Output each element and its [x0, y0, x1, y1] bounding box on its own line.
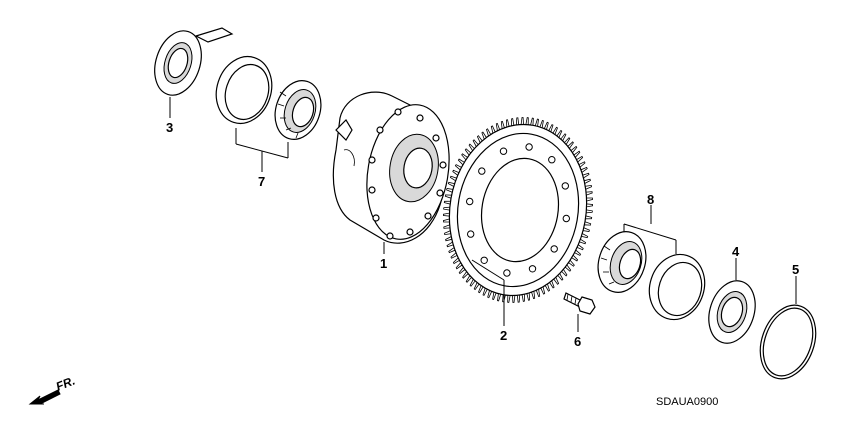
front-direction-indicator: FR. [28, 374, 77, 405]
part-1-differential-carrier [332, 91, 450, 244]
callout-8: 8 [647, 192, 654, 207]
part-8-roller-bearing [597, 231, 647, 293]
gear-bolt-hole [478, 167, 486, 175]
callout-1: 1 [380, 256, 387, 271]
callout-7: 7 [258, 174, 265, 189]
part-8-outer-race [648, 253, 706, 321]
callout-3: 3 [166, 120, 173, 135]
gear-bolt-hole [561, 182, 569, 190]
part-7-roller-bearing [274, 80, 322, 140]
part-3-seal [154, 27, 234, 96]
gear-bolt-hole [548, 156, 556, 164]
carrier-bolt-holes [368, 108, 447, 240]
gear-bolt-hole [480, 256, 488, 264]
gear-bolt-hole [467, 230, 475, 238]
part-2-final-driven-gear [442, 117, 594, 303]
gear-bolt-hole [499, 147, 508, 155]
gear-bolt-hole [503, 269, 511, 277]
gear-bolt-hole [525, 143, 533, 151]
callout-5: 5 [792, 262, 799, 277]
front-direction-label: FR. [54, 374, 77, 394]
leader-lines [169, 97, 797, 332]
front-arrow-icon [28, 389, 61, 405]
gear-bolt-hole [550, 245, 558, 253]
gear-bolt-hole [528, 265, 537, 273]
callout-labels: 3 7 1 2 6 8 4 5 [166, 120, 799, 349]
part-4-shim [708, 280, 756, 344]
callout-2: 2 [500, 328, 507, 343]
part-5-snap-ring [759, 304, 817, 380]
gear-bolt-holes [466, 143, 570, 277]
part-6-bolt [563, 292, 596, 315]
callout-4: 4 [732, 244, 740, 259]
gear-bolt-hole [466, 197, 474, 206]
gear-bolt-hole [562, 214, 570, 223]
drawing-code: SDAUA0900 [656, 396, 718, 408]
part-7-outer-race [215, 56, 273, 124]
callout-6: 6 [574, 334, 581, 349]
